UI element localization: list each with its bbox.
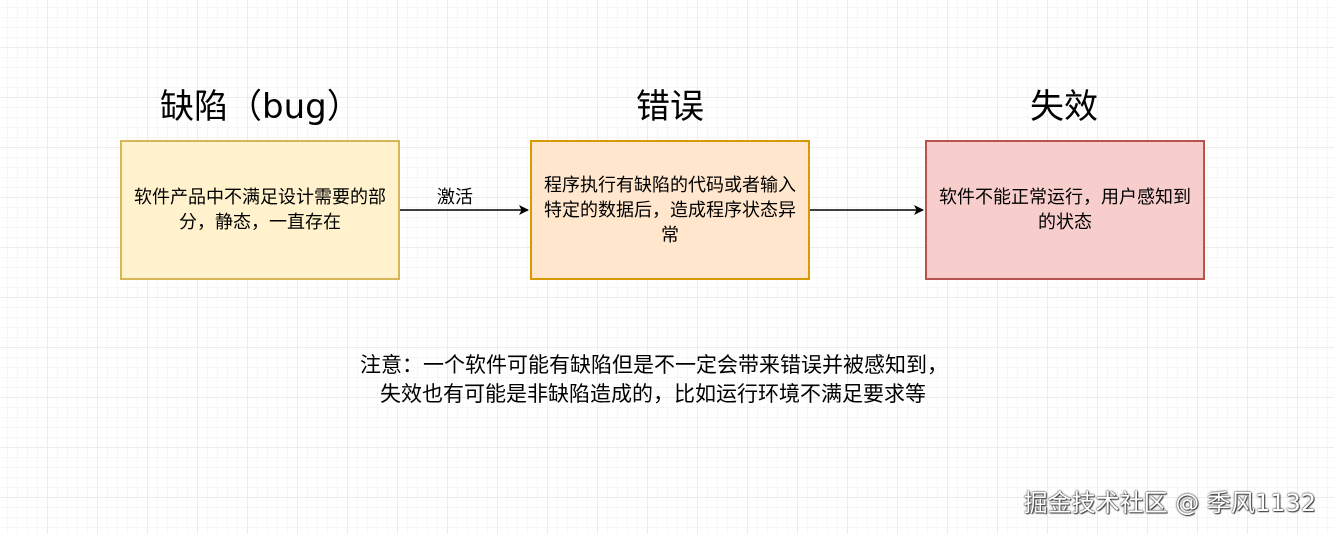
activate-label: 激活	[437, 187, 473, 208]
note-line-2: 失效也有可能是非缺陷造成的，比如运行环境不满足要求等	[380, 382, 926, 406]
failure-box-text: 软件不能正常运行，用户感知到的状态	[939, 187, 1191, 233]
heading-failure: 失效	[1030, 87, 1098, 127]
defect-box[interactable]: 软件产品中不满足设计需要的部分，静态，一直存在	[120, 140, 400, 280]
heading-defect: 缺陷（bug）	[160, 87, 361, 127]
error-box[interactable]: 程序执行有缺陷的代码或者输入特定的数据后，造成程序状态异常	[530, 140, 810, 280]
failure-box[interactable]: 软件不能正常运行，用户感知到的状态	[925, 140, 1205, 280]
error-box-text: 程序执行有缺陷的代码或者输入特定的数据后，造成程序状态异常	[544, 174, 796, 246]
heading-error: 错误	[636, 87, 704, 127]
defect-box-text: 软件产品中不满足设计需要的部分，静态，一直存在	[134, 187, 386, 233]
note-line-1: 注意：一个软件可能有缺陷但是不一定会带来错误并被感知到，	[360, 353, 948, 377]
watermark: 掘金技术社区 @ 季风1132	[1023, 489, 1316, 517]
